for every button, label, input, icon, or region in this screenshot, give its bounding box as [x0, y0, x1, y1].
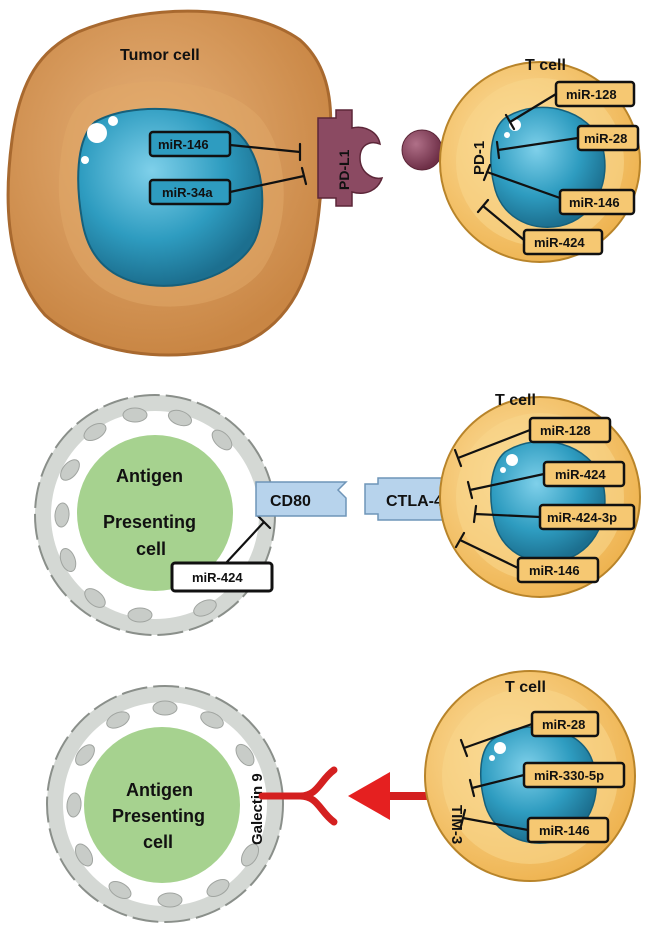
mirna-box: miR-424 [522, 228, 604, 256]
mirna-label: miR-128 [540, 423, 591, 438]
mirna-label: miR-34a [162, 185, 213, 200]
apc-label-line: Antigen [126, 780, 193, 800]
t-cell-label: T cell [505, 679, 546, 696]
ctla-4-label: CTLA-4 [386, 493, 443, 510]
apc-core [84, 727, 240, 883]
mirna-box: miR-28 [530, 710, 600, 738]
t-cell-nucleus-highlight [506, 454, 518, 466]
mirna-box: miR-424 [542, 460, 626, 488]
inhibition-line [459, 722, 534, 758]
t-cell-nucleus-highlight [494, 742, 506, 754]
panel-3: Antigen Presenting cell Galectin 9 T cel… [46, 670, 636, 923]
mirna-box: miR-146 [148, 130, 232, 158]
t-cell-nucleus-highlight [504, 132, 510, 138]
apc-label-line: Antigen [116, 466, 183, 486]
pd-1-label: PD-1 [471, 141, 488, 175]
panel-1: Tumor cell miR-146 miR-34a PD-L1 T cell … [6, 9, 641, 357]
mirna-label: miR-424 [534, 235, 585, 250]
inhibition-line [468, 773, 526, 798]
mirna-box: miR-146 [516, 556, 600, 584]
mirna-label: miR-128 [566, 87, 617, 102]
mirna-box: miR-128 [554, 80, 636, 108]
apc-label-line: cell [136, 539, 166, 559]
mirna-label: miR-424-3p [547, 510, 617, 525]
mirna-label: miR-28 [584, 131, 627, 146]
inhibition-line [453, 428, 532, 468]
apc-label-line: cell [143, 832, 173, 852]
apc-granules [66, 700, 260, 908]
galectin-9-receptor [258, 766, 338, 826]
inhibition-line [224, 514, 272, 565]
mirna-box: miR-146 [558, 188, 636, 216]
inhibition-line [459, 808, 530, 832]
inhibition-line [228, 142, 302, 162]
mirna-label: miR-28 [542, 717, 585, 732]
mirna-box: miR-34a [148, 178, 232, 206]
mirna-label: miR-146 [569, 195, 620, 210]
tumor-nucleus-highlight [87, 123, 107, 143]
inhibition-line [454, 531, 520, 570]
pd-l1-label: PD-L1 [336, 149, 352, 190]
mirna-box: miR-424 [170, 561, 274, 593]
tumor-cell-label: Tumor cell [120, 47, 200, 64]
mirna-box: miR-128 [528, 416, 612, 444]
apc-label-line: Presenting [103, 512, 196, 532]
inhibition-line [228, 166, 308, 194]
inhibition-line [466, 472, 546, 500]
mirna-label: miR-424 [555, 467, 606, 482]
apc-label-line: Presenting [112, 806, 205, 826]
mirna-label: miR-330-5p [534, 768, 604, 783]
mirna-box: miR-146 [526, 816, 610, 844]
inhibition-line [476, 198, 526, 242]
t-cell-nucleus-highlight [500, 467, 506, 473]
inhibition-line [482, 163, 562, 200]
apc-core [77, 435, 233, 591]
inhibition-line [472, 504, 542, 524]
pd-1-ligand-ball [401, 129, 443, 171]
tim-3-label: TIM-3 [448, 805, 465, 844]
mirna-box: miR-28 [576, 124, 640, 152]
cd80-label: CD80 [270, 493, 311, 510]
mirna-label: miR-146 [539, 823, 590, 838]
t-cell-nucleus-highlight [489, 755, 495, 761]
t-cell-label: T cell [525, 57, 566, 74]
cd80-receptor [255, 481, 348, 517]
galectin-9-label: Galectin 9 [249, 773, 266, 845]
tumor-nucleus-highlight [108, 116, 118, 126]
pd-l1-receptor [317, 109, 384, 207]
mirna-box: miR-330-5p [522, 761, 626, 789]
inhibition-line [495, 136, 580, 160]
tumor-nucleus-highlight [81, 156, 89, 164]
panel-2: Antigen Presenting cell miR-424 CD80 CTL… [34, 392, 641, 636]
mirna-label: miR-146 [158, 137, 209, 152]
inhibition-line [504, 92, 558, 131]
mirna-box: miR-424-3p [538, 503, 636, 531]
mirna-label: miR-424 [192, 570, 243, 585]
t-cell-label: T cell [495, 392, 536, 409]
mirna-label: miR-146 [529, 563, 580, 578]
